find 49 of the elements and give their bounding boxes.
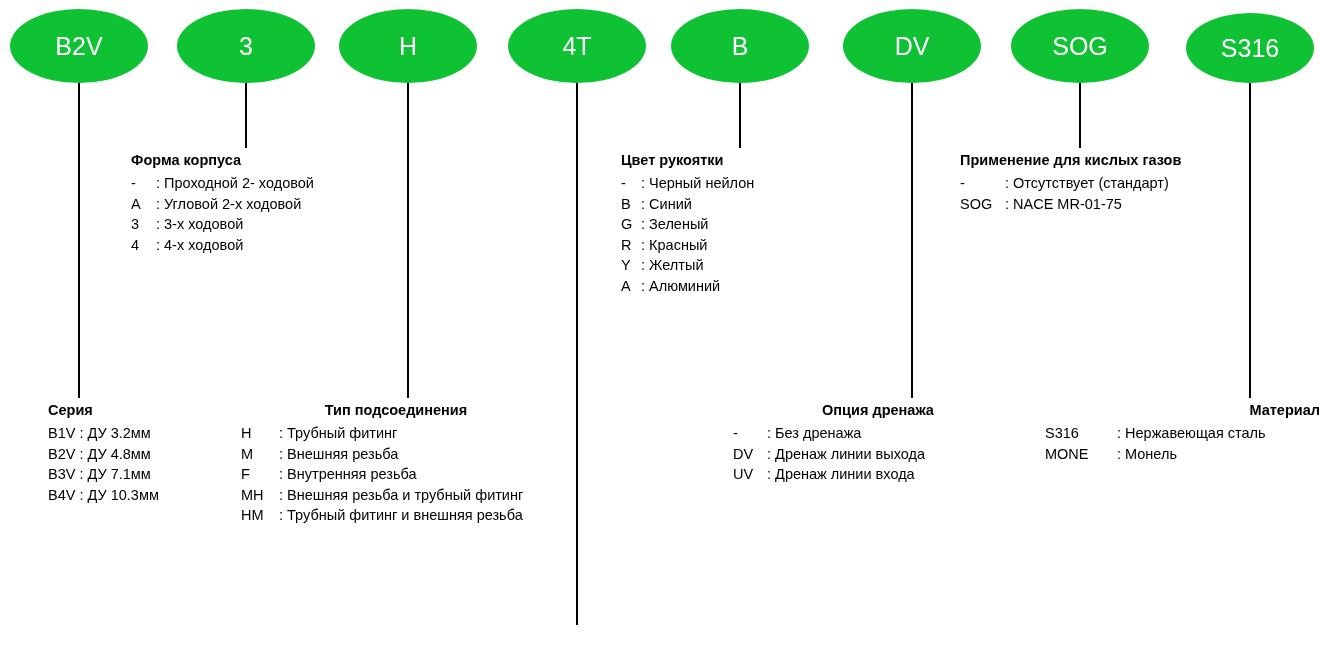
option-heading: Материал	[1248, 401, 1320, 420]
option-heading: Тип подсоединения	[323, 401, 469, 420]
option-entry: - : Без дренажа	[733, 424, 863, 443]
code-label: B	[731, 31, 749, 61]
option-entry: 3 : 3-х ходовой	[131, 215, 245, 234]
leader-line	[407, 82, 409, 399]
code-label: SOG	[1052, 31, 1108, 61]
leader-line	[1249, 82, 1251, 399]
option-entry: - : Проходной 2- ходовой	[131, 174, 315, 193]
option-entry: B : Синий	[621, 194, 693, 214]
code-label: 4T	[562, 31, 592, 61]
code-label: B2V	[55, 31, 103, 61]
option-entry: A : Угловой 2-х ходовой	[131, 194, 303, 214]
option-heading: Применение для кислых газов	[960, 151, 1183, 170]
option-entry: R : Красный	[621, 235, 709, 255]
leader-line	[576, 82, 578, 626]
code-label: 3	[239, 31, 253, 61]
option-heading: Опция дренажа	[821, 401, 935, 420]
option-entry: B1V : ДУ 3.2мм	[48, 424, 152, 443]
code-label: DV	[894, 31, 930, 61]
leader-line	[1079, 82, 1081, 149]
option-entry: MH : Внешняя резьба и трубный фитинг	[241, 485, 525, 505]
option-entry: M : Внешняя резьба	[241, 444, 400, 464]
option-entry: 4 : 4-х ходовой	[131, 235, 245, 255]
leader-line	[78, 82, 80, 399]
option-entry: A : Алюминий	[621, 276, 722, 296]
leader-line	[245, 82, 247, 149]
option-entry: B2V : ДУ 4.8мм	[48, 444, 152, 464]
option-entry: F : Внутренняя резьба	[241, 465, 418, 484]
option-entry: - : Отсутствует (стандарт)	[960, 174, 1170, 193]
code-label: S316	[1220, 33, 1280, 63]
option-entry: HM : Трубный фитинг и внешняя резьба	[241, 506, 524, 525]
option-entry: UV : Дренаж линии входа	[733, 465, 916, 484]
option-entry: - : Черный нейлон	[621, 174, 756, 193]
option-entry: MONE : Монель	[1045, 444, 1178, 464]
option-entry: Y : Желтый	[621, 256, 705, 275]
option-heading: Серия	[48, 401, 94, 420]
option-entry: S316 : Нержавеющая сталь	[1045, 424, 1267, 443]
option-entry: DV : Дренаж линии выхода	[733, 444, 927, 464]
code-label: H	[398, 31, 418, 61]
option-heading: Цвет рукоятки	[621, 151, 725, 170]
option-entry: G : Зеленый	[621, 215, 710, 234]
option-entry: H : Трубный фитинг	[241, 424, 399, 443]
option-entry: SOG : NACE MR-01-75	[960, 194, 1123, 214]
leader-line	[739, 82, 741, 149]
option-entry: B3V : ДУ 7.1мм	[48, 465, 152, 484]
leader-line	[911, 82, 913, 399]
option-heading: Форма корпуса	[131, 151, 243, 170]
option-entry: B4V : ДУ 10.3мм	[48, 485, 160, 505]
